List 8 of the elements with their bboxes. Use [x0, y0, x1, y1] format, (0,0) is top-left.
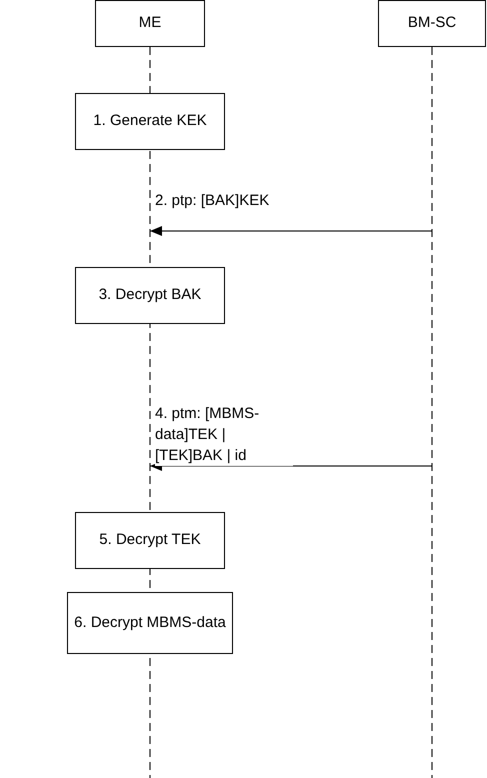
process-box: 6. Decrypt MBMS-data	[67, 592, 233, 654]
message-arrow	[150, 226, 432, 236]
process-box: 3. Decrypt BAK	[75, 267, 225, 324]
process-box: 1. Generate KEK	[75, 93, 225, 150]
process-box: 5. Decrypt TEK	[75, 512, 225, 569]
message-arrow	[150, 461, 432, 471]
participant-box: BM-SC	[378, 0, 486, 47]
participant-box: ME	[95, 0, 205, 47]
